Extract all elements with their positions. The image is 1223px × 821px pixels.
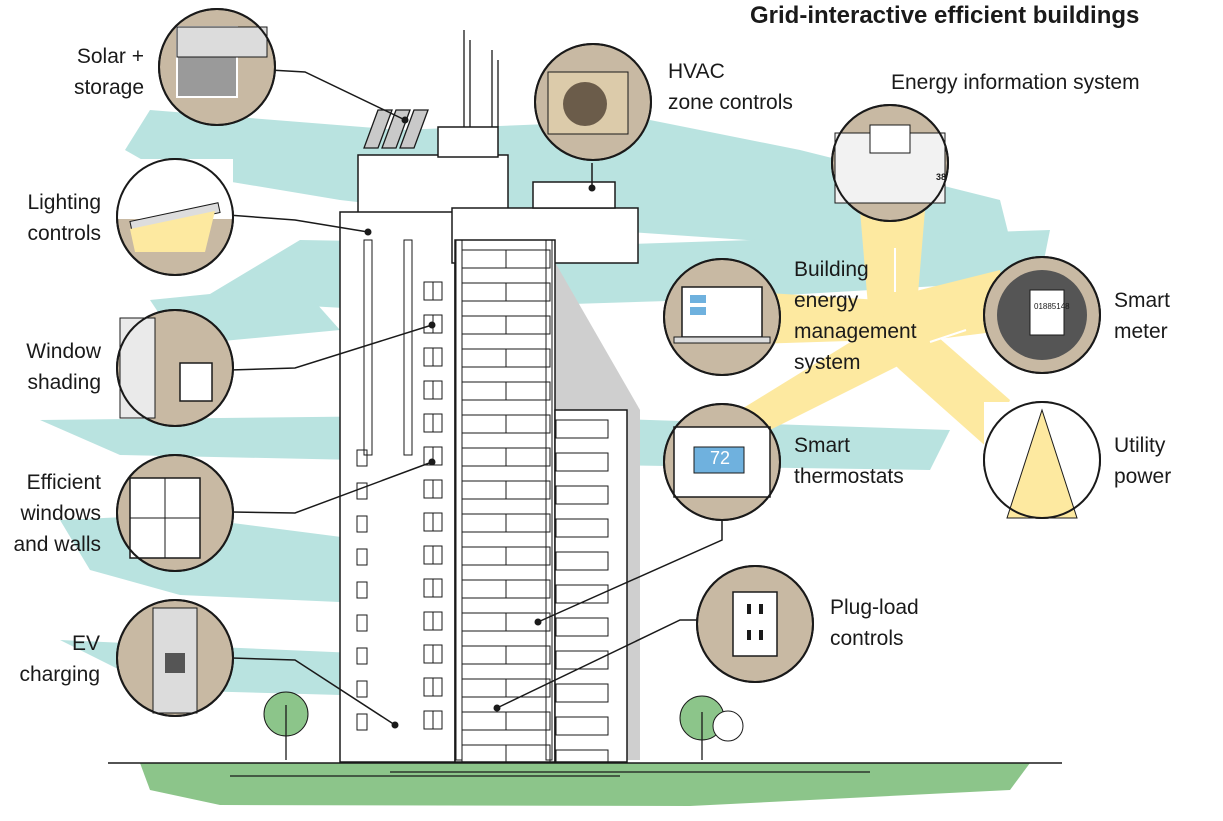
label-line: storage bbox=[73, 76, 144, 99]
label-lighting-controls: Lighting controls bbox=[0, 187, 101, 249]
ev-charger-icon bbox=[116, 599, 234, 717]
label-utility-power: Utility power bbox=[1114, 430, 1171, 492]
label-line: Window bbox=[26, 340, 101, 363]
balcony bbox=[555, 683, 609, 703]
label-efficient-windows: Efficient windows and walls bbox=[0, 467, 101, 560]
energy-beams bbox=[720, 210, 1010, 450]
solar-panel-icon bbox=[158, 8, 276, 126]
dashboard-icon bbox=[831, 104, 949, 222]
page-title: Grid-interactive efficient buildings bbox=[750, 2, 1140, 29]
label-line: zone controls bbox=[668, 91, 793, 114]
label-line: Efficient bbox=[26, 471, 101, 494]
data-arrows bbox=[805, 248, 967, 419]
leader-dots bbox=[364, 116, 596, 729]
hvac-unit-icon bbox=[534, 43, 652, 161]
balcony bbox=[555, 419, 609, 439]
label-line: and walls bbox=[13, 533, 101, 556]
window bbox=[356, 449, 368, 467]
label-line: Building bbox=[794, 258, 869, 281]
label-line: meter bbox=[1114, 320, 1168, 343]
label-plug-load: Plug-load controls bbox=[830, 592, 919, 654]
label-bems: Building energy management system bbox=[794, 254, 917, 378]
balcony bbox=[555, 650, 609, 670]
column bbox=[363, 239, 373, 456]
window-icon bbox=[116, 454, 234, 572]
label-line: Smart bbox=[794, 434, 851, 457]
label-line: thermostats bbox=[794, 465, 904, 488]
column bbox=[545, 239, 553, 761]
electric-meter-icon bbox=[983, 256, 1101, 374]
window bbox=[356, 680, 368, 698]
label-window-shading: Window shading bbox=[0, 336, 101, 398]
label-line: controls bbox=[27, 222, 101, 245]
label-line: EV bbox=[71, 632, 100, 655]
label-line: Plug-load bbox=[830, 596, 919, 619]
label-hvac: HVAC zone controls bbox=[668, 56, 793, 118]
eis-number: 38 bbox=[936, 172, 947, 182]
label-line: energy bbox=[794, 289, 859, 312]
building bbox=[339, 126, 639, 763]
label-energy-information-system: Energy information system bbox=[891, 67, 1140, 98]
column bbox=[403, 239, 413, 456]
outlet-icon bbox=[696, 565, 814, 683]
window bbox=[356, 482, 368, 500]
antennas bbox=[463, 30, 499, 127]
label-line: Lighting bbox=[27, 191, 101, 214]
leader-lines bbox=[227, 69, 723, 726]
label-line: HVAC bbox=[668, 60, 725, 83]
trees bbox=[263, 691, 744, 760]
label-line: Energy information system bbox=[891, 71, 1140, 94]
light-fixture-icon bbox=[116, 158, 234, 276]
label-line: Smart bbox=[1114, 289, 1171, 312]
ground bbox=[108, 762, 1062, 806]
label-line: management bbox=[794, 320, 917, 343]
laptop-icon bbox=[663, 258, 781, 376]
window bbox=[356, 614, 368, 632]
thermostat-display: 72 bbox=[709, 448, 731, 468]
balcony bbox=[555, 617, 609, 637]
label-line: charging bbox=[19, 663, 100, 686]
balcony bbox=[555, 716, 609, 736]
label-smart-thermostats: Smart thermostats bbox=[794, 430, 904, 492]
thermostat-icon bbox=[663, 403, 781, 521]
column bbox=[455, 239, 463, 761]
meter-display: 01885148 bbox=[1034, 302, 1070, 311]
label-line: controls bbox=[830, 627, 904, 650]
balcony bbox=[555, 452, 609, 472]
label-solar-storage: Solar + storage bbox=[40, 41, 144, 103]
facade bbox=[356, 239, 609, 769]
power-tower-icon bbox=[983, 401, 1101, 519]
label-ev-charging: EV charging bbox=[0, 628, 100, 690]
label-line: power bbox=[1114, 465, 1172, 488]
label-line: Utility bbox=[1114, 434, 1166, 457]
window bbox=[356, 515, 368, 533]
window bbox=[356, 548, 368, 566]
label-line: Solar + bbox=[76, 45, 144, 68]
label-line: system bbox=[794, 351, 861, 374]
label-line: shading bbox=[27, 371, 101, 394]
label-line: windows bbox=[20, 502, 101, 525]
label-smart-meter: Smart meter bbox=[1114, 285, 1170, 347]
window bbox=[356, 647, 368, 665]
balcony bbox=[555, 551, 609, 571]
window bbox=[356, 581, 368, 599]
window bbox=[356, 713, 368, 731]
balcony bbox=[555, 518, 609, 538]
balcony bbox=[555, 485, 609, 505]
window-shade-icon bbox=[116, 309, 234, 427]
